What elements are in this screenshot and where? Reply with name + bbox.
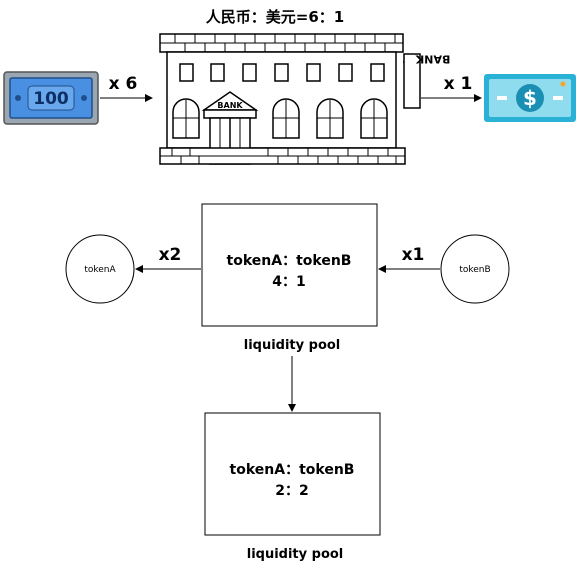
pool1-ratio: 4：1: [272, 274, 305, 290]
token-a-label: tokenA: [84, 265, 116, 275]
pool1-label: liquidity pool: [244, 338, 341, 353]
bank-building-icon: BANK BANK: [159, 33, 450, 165]
liquidity-pool-box-1: [201, 203, 378, 327]
dollar-symbol: $: [523, 86, 537, 110]
liquidity-pool-box-2: [204, 412, 381, 536]
token-b-label: tokenB: [459, 265, 490, 275]
out-multiplier: x2: [159, 245, 182, 265]
right-multiplier: x 1: [444, 74, 473, 94]
bank-vertical-sign: BANK: [415, 53, 450, 66]
pool2-ratio: 2：2: [275, 483, 308, 499]
token-a-circle: [65, 234, 135, 304]
bank-front-sign: BANK: [217, 101, 243, 110]
exchange-rate-title: 人民币：美元=6：1: [206, 8, 344, 26]
pool1-pair: tokenA：tokenB: [227, 253, 352, 269]
token-b-circle: [440, 234, 510, 304]
dollar-banknote-icon: $: [484, 74, 576, 122]
in-multiplier: x1: [402, 245, 425, 265]
yuan-banknote-icon: 100: [3, 71, 99, 125]
left-multiplier: x 6: [109, 74, 138, 94]
pool2-label: liquidity pool: [247, 547, 344, 562]
yuan-note-value: 100: [33, 89, 69, 109]
pool2-pair: tokenA：tokenB: [230, 462, 355, 478]
